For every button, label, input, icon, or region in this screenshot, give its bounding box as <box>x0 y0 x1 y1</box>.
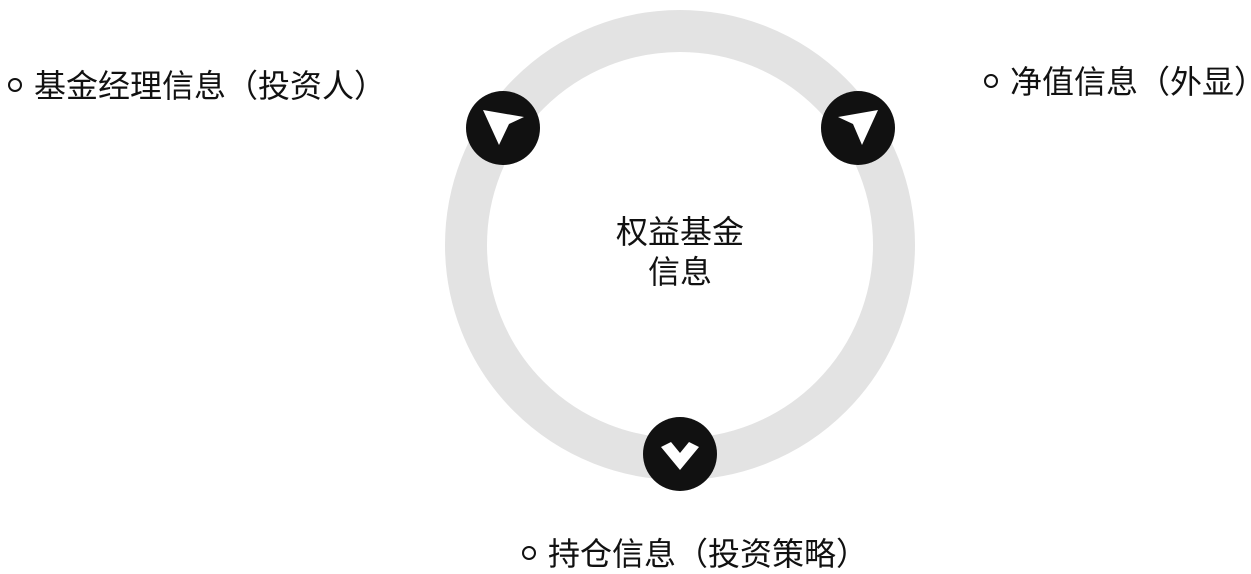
hollow-circle-bullet-icon <box>984 73 998 88</box>
item-label-manager-text: 基金经理信息（投资人） <box>34 67 387 105</box>
center-label: 权益基金 信息 <box>580 212 780 292</box>
item-label-nav: 净值信息（外显） <box>984 62 1251 102</box>
center-label-line2: 信息 <box>647 253 712 291</box>
item-label-nav-text: 净值信息（外显） <box>1010 63 1251 101</box>
arrow-chevron-icon <box>838 110 878 145</box>
arrow-chevron-icon <box>483 110 524 145</box>
node-top-right <box>821 91 895 165</box>
center-label-line1: 权益基金 <box>615 213 744 251</box>
hollow-circle-bullet-icon <box>8 77 22 92</box>
item-label-holding: 持仓信息（投资策略） <box>522 534 868 574</box>
node-bottom <box>643 417 717 491</box>
hollow-circle-bullet-icon <box>522 545 536 560</box>
item-label-manager: 基金经理信息（投资人） <box>8 66 386 106</box>
node-top-left <box>466 91 540 165</box>
arrow-chevron-icon <box>661 442 699 470</box>
item-label-holding-text: 持仓信息（投资策略） <box>548 535 869 573</box>
